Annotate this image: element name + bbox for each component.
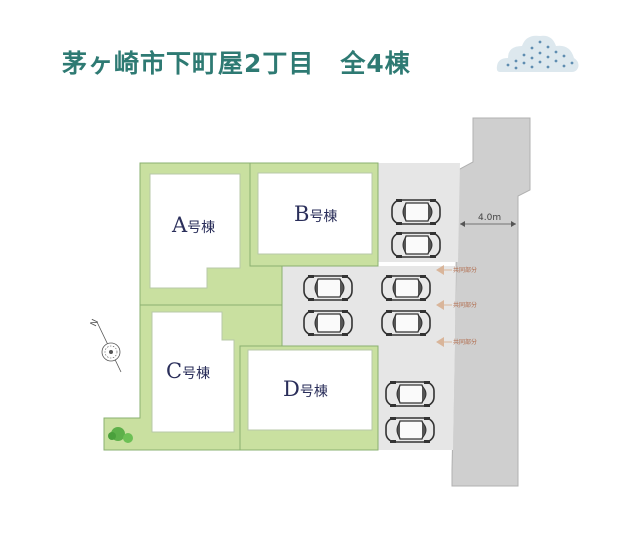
- lot-label-a: A号棟: [171, 213, 215, 237]
- svg-text:4.0m: 4.0m: [478, 213, 501, 223]
- page-title: 茅ヶ崎市下町屋2丁目 全4棟: [62, 49, 411, 78]
- car-icon: [391, 231, 441, 259]
- tree-icon: [108, 427, 133, 443]
- car-icon: [391, 198, 441, 226]
- shared-portion-markers: 共同部分 共同部分 共同部分: [436, 265, 477, 347]
- car-icon: [381, 309, 431, 337]
- road-width-dimension: 4.0m: [460, 213, 516, 227]
- svg-text:共同部分: 共同部分: [453, 338, 477, 346]
- road: [451, 117, 531, 487]
- building-b: [257, 172, 373, 255]
- north-compass-icon: N: [89, 318, 122, 373]
- lot-label-c: C号棟: [166, 359, 210, 383]
- lot-boundary-b: [249, 162, 379, 267]
- lot-label-b: B号棟: [294, 202, 337, 226]
- car-icon: [381, 274, 431, 302]
- lot-label-d: D号棟: [283, 377, 328, 401]
- rain-cloud-icon: [496, 35, 579, 72]
- car-icon: [385, 380, 435, 408]
- lot-boundary-d: [239, 345, 379, 451]
- svg-text:N: N: [89, 318, 101, 328]
- building-a: [149, 173, 241, 289]
- svg-text:共同部分: 共同部分: [453, 301, 477, 309]
- svg-text:共同部分: 共同部分: [453, 266, 477, 274]
- car-icon: [303, 274, 353, 302]
- car-icon: [303, 309, 353, 337]
- building-d: [247, 349, 373, 431]
- car-icon: [385, 416, 435, 444]
- building-c: [151, 311, 235, 433]
